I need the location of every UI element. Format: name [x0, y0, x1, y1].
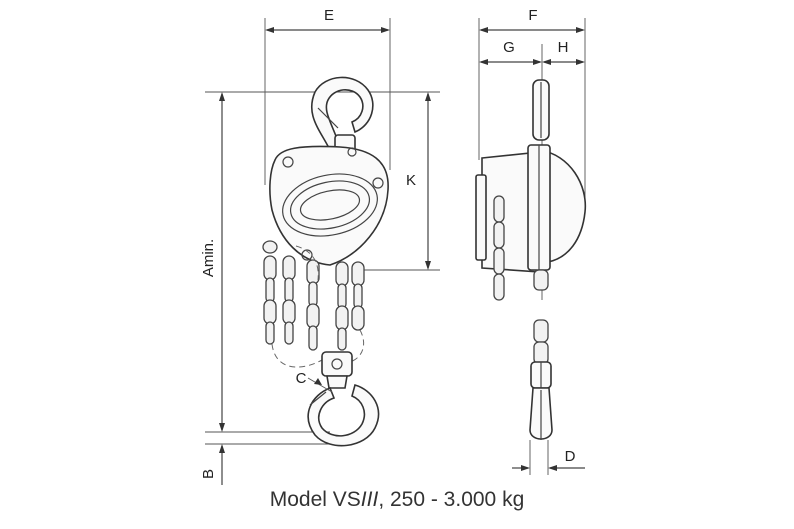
caption-suffix: , 250 - 3.000 kg — [378, 488, 525, 511]
caption-prefix: Model VS — [269, 488, 361, 511]
label-C: C — [296, 370, 307, 387]
model-caption: Model VSIII, 250 - 3.000 kg — [0, 488, 794, 512]
label-B: B — [200, 469, 217, 479]
hand-chain-left — [262, 240, 323, 368]
front-view — [205, 18, 440, 485]
caption-italic: III — [360, 488, 379, 511]
label-F: F — [528, 7, 537, 24]
label-H: H — [558, 39, 569, 56]
label-E: E — [324, 7, 334, 24]
load-chain — [295, 245, 365, 363]
label-A: Amin. — [200, 239, 217, 277]
label-K: K — [406, 172, 416, 189]
label-G: G — [503, 39, 515, 56]
side-view — [475, 18, 587, 475]
label-D: D — [565, 448, 576, 465]
